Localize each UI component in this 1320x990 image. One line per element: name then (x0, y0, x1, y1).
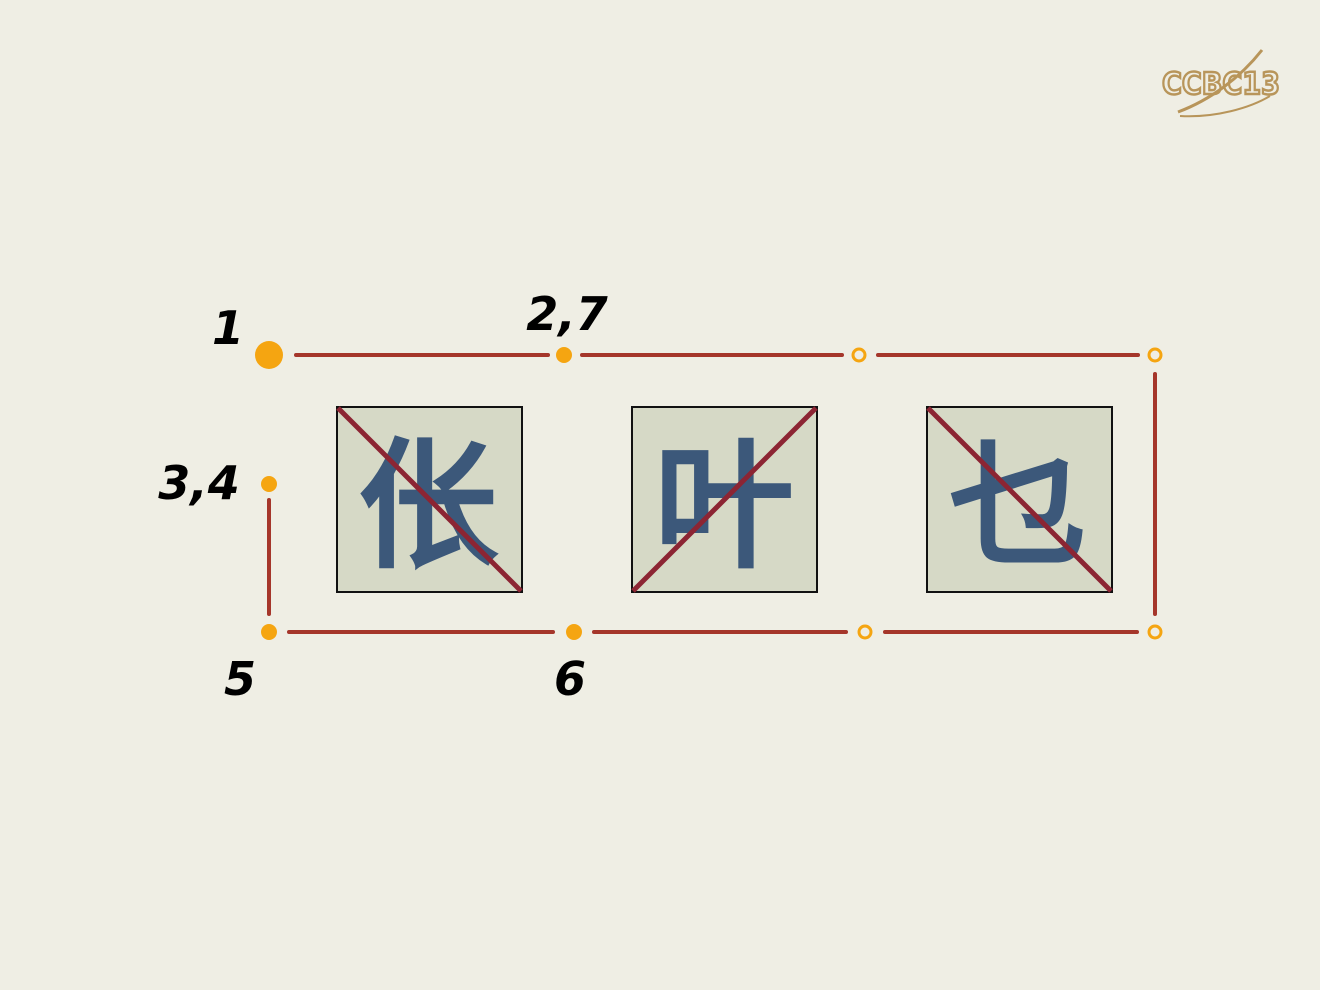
node-filled (261, 476, 277, 492)
node-filled (566, 624, 582, 640)
node-hollow (857, 624, 873, 640)
cross-mark (631, 406, 818, 593)
node-hollow (1147, 347, 1163, 363)
route-nodes (255, 341, 1163, 640)
ccbc-logo: CCBC13 (1161, 49, 1281, 118)
route-lines (267, 353, 1157, 634)
node-hollow (851, 347, 867, 363)
node-start (255, 341, 283, 369)
character-cell: 叶 (631, 406, 818, 593)
logo-swoosh (1177, 49, 1264, 114)
label-node-5: 5 (224, 652, 256, 706)
node-filled (261, 624, 277, 640)
character-cell: 乜 (926, 406, 1113, 593)
label-node-6: 6 (554, 652, 586, 706)
logo-swoosh-lower (1179, 95, 1271, 118)
cross-mark (336, 406, 523, 593)
cross-mark (926, 406, 1113, 593)
label-node-2-7: 2,7 (526, 287, 608, 341)
node-labels: 1 2,7 3,4 5 6 (158, 287, 608, 706)
logo-text: CCBC13 (1162, 67, 1280, 102)
label-node-1: 1 (212, 301, 244, 355)
node-hollow (1147, 624, 1163, 640)
label-node-3-4: 3,4 (158, 456, 240, 510)
character-cell: 伥 (336, 406, 523, 593)
node-filled (556, 347, 572, 363)
